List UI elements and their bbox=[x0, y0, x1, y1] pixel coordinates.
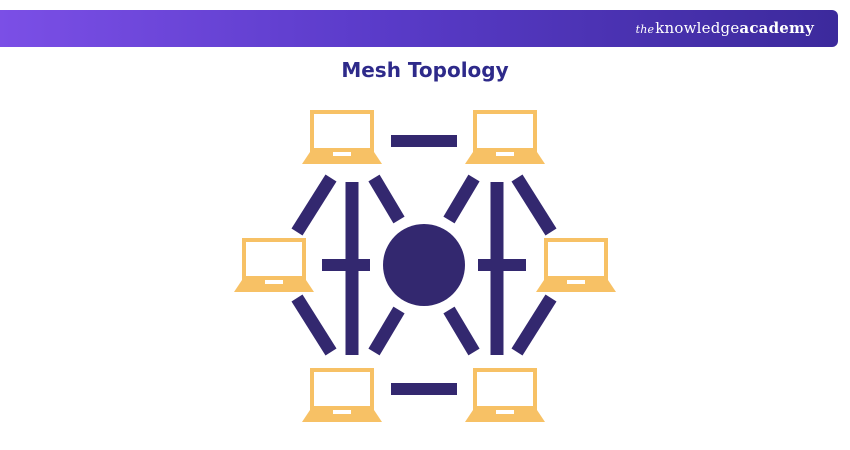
laptop-base bbox=[302, 152, 382, 164]
brand-prefix: the bbox=[635, 23, 655, 36]
laptop-base bbox=[465, 410, 545, 422]
laptop-bottom-right bbox=[465, 368, 545, 422]
link-bottom-left-diagonal bbox=[291, 294, 337, 356]
laptop-icon bbox=[465, 368, 545, 422]
central-hub bbox=[383, 224, 465, 306]
laptop-top-left bbox=[302, 110, 382, 164]
laptop-notch bbox=[567, 280, 585, 284]
laptop-screen bbox=[310, 110, 374, 152]
laptop-icon bbox=[536, 238, 616, 292]
laptop-base bbox=[465, 152, 545, 164]
laptop-screen bbox=[473, 110, 537, 152]
laptop-bottom-left bbox=[302, 368, 382, 422]
laptop-notch bbox=[333, 152, 351, 156]
link-top-left-diagonal bbox=[291, 174, 337, 236]
laptop-screen bbox=[310, 368, 374, 410]
mesh-links bbox=[291, 135, 557, 395]
link-top-left-to-hub bbox=[368, 174, 405, 224]
brand-logo: theknowledgeacademy bbox=[636, 19, 814, 37]
header-banner: theknowledgeacademy bbox=[0, 10, 838, 47]
link-bottom-right-to-hub bbox=[443, 306, 480, 356]
link-bottom-left-to-hub bbox=[368, 306, 405, 356]
laptop-notch bbox=[265, 280, 283, 284]
laptop-icon bbox=[302, 110, 382, 164]
laptop-middle-left bbox=[234, 238, 314, 292]
page-title: Mesh Topology bbox=[341, 58, 509, 82]
link-bottom-right-diagonal bbox=[511, 294, 557, 356]
laptop-screen bbox=[544, 238, 608, 280]
link-top-right-to-hub bbox=[443, 174, 480, 224]
laptop-notch bbox=[496, 152, 514, 156]
brand-main: knowledge bbox=[655, 19, 740, 37]
laptop-icon bbox=[465, 110, 545, 164]
laptops bbox=[234, 110, 616, 422]
laptop-screen bbox=[242, 238, 306, 280]
laptop-base bbox=[234, 280, 314, 292]
hub-layer bbox=[383, 224, 465, 306]
link-top-right-diagonal bbox=[511, 174, 557, 236]
laptop-base bbox=[302, 410, 382, 422]
laptop-notch bbox=[496, 410, 514, 414]
laptop-icon bbox=[302, 368, 382, 422]
laptop-base bbox=[536, 280, 616, 292]
laptop-screen bbox=[473, 368, 537, 410]
laptop-icon bbox=[234, 238, 314, 292]
laptop-top-right bbox=[465, 110, 545, 164]
laptop-middle-right bbox=[536, 238, 616, 292]
brand-bold: academy bbox=[739, 19, 814, 37]
laptop-notch bbox=[333, 410, 351, 414]
